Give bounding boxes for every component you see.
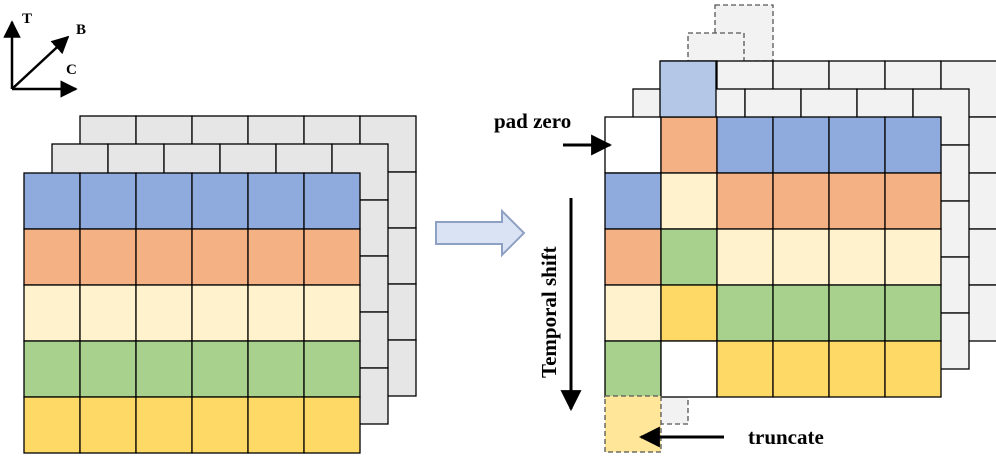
grid-cell <box>191 228 249 286</box>
grid-cell <box>828 340 886 398</box>
t-axis-label: T <box>22 11 32 27</box>
grid-cell <box>604 284 662 342</box>
right-shifted-cells <box>604 60 717 453</box>
truncate-label: truncate <box>748 425 824 449</box>
empty-cell <box>604 116 662 174</box>
grid-cell <box>772 340 830 398</box>
grid-cell <box>828 228 886 286</box>
grid-cell <box>884 116 942 174</box>
grid-cell <box>191 172 249 230</box>
grid-cell <box>884 228 942 286</box>
empty-cell <box>660 340 718 398</box>
grid-cell <box>303 396 361 454</box>
c-axis-label: C <box>66 62 77 78</box>
grid-cell <box>191 340 249 398</box>
left-front-grid <box>23 172 361 454</box>
grid-cell <box>772 116 830 174</box>
grid-cell <box>660 116 718 174</box>
grid-cell <box>828 284 886 342</box>
grid-cell <box>247 172 305 230</box>
pad-zero-label: pad zero <box>494 109 571 133</box>
grid-cell <box>828 116 886 174</box>
grid-cell <box>135 396 193 454</box>
grid-cell <box>247 228 305 286</box>
grid-cell <box>247 284 305 342</box>
grid-cell <box>135 340 193 398</box>
right-front-grid <box>604 116 942 398</box>
grid-cell <box>247 396 305 454</box>
grid-cell <box>660 172 718 230</box>
grid-cell <box>604 340 662 398</box>
grid-cell <box>303 284 361 342</box>
grid-cell <box>135 284 193 342</box>
b-axis <box>11 35 70 90</box>
grid-cell <box>23 284 81 342</box>
grid-cell <box>303 340 361 398</box>
shifted-cell <box>659 60 717 118</box>
grid-cell <box>79 396 137 454</box>
grid-cell <box>135 228 193 286</box>
transform-arrow <box>435 208 526 258</box>
grid-cell <box>716 116 774 174</box>
grid-cell <box>716 228 774 286</box>
grid-cell <box>303 228 361 286</box>
temporal-shift-label: Temporal shift <box>537 246 561 378</box>
grid-cell <box>135 172 193 230</box>
grid-cell <box>716 284 774 342</box>
grid-cell <box>191 396 249 454</box>
grid-cell <box>604 228 662 286</box>
grid-cell <box>23 228 81 286</box>
grid-cell <box>23 396 81 454</box>
grid-cell <box>828 172 886 230</box>
grid-cell <box>772 172 830 230</box>
grid-cell <box>303 172 361 230</box>
grid-cell <box>79 172 137 230</box>
grid-cell <box>247 340 305 398</box>
grid-cell <box>79 284 137 342</box>
grid-cell <box>884 172 942 230</box>
grid-cell <box>191 284 249 342</box>
b-axis-label: B <box>76 22 86 38</box>
grid-cell <box>23 340 81 398</box>
grid-cell <box>884 284 942 342</box>
dashed-cell <box>659 395 689 425</box>
grid-cell <box>660 284 718 342</box>
grid-cell <box>884 340 942 398</box>
grid-cell <box>79 228 137 286</box>
grid-cell <box>604 172 662 230</box>
grid-cell <box>660 228 718 286</box>
grid-cell <box>772 228 830 286</box>
truncated-cell <box>604 395 662 453</box>
grid-cell <box>79 340 137 398</box>
axis-indicator: T B C <box>3 11 86 98</box>
grid-cell <box>716 172 774 230</box>
grid-cell <box>23 172 81 230</box>
grid-cell <box>772 284 830 342</box>
grid-cell <box>716 340 774 398</box>
